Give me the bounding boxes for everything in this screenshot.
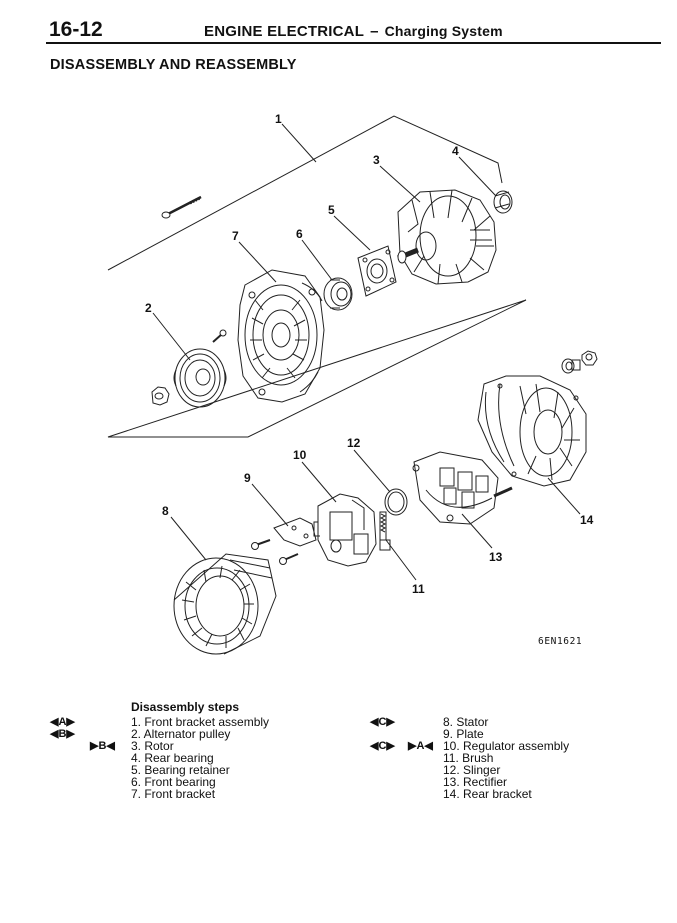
- front-screw-drawing: [212, 329, 227, 343]
- exploded-view-diagram: 1 2 3 4 5 6 7 8 9 10 11 12 13 14: [107, 112, 598, 655]
- callout-2: 2: [145, 301, 152, 315]
- callout-7: 7: [232, 229, 239, 243]
- figure-code: 6EN1621: [538, 636, 583, 647]
- callout-5: 5: [328, 203, 335, 217]
- front-bearing-drawing: [323, 277, 353, 311]
- pulley-nut-drawing: [151, 386, 170, 406]
- mark-a-in: ▶A◀: [408, 740, 433, 752]
- rear-bearing-drawing: [493, 190, 513, 214]
- callout-8: 8: [162, 504, 169, 518]
- callout-12: 12: [347, 436, 361, 450]
- callout-9: 9: [244, 471, 251, 485]
- alternator-pulley-drawing: [173, 348, 227, 408]
- stator-drawing: [173, 553, 277, 655]
- leader-lines: [152, 123, 581, 581]
- list-item: 7. Front bracket: [131, 787, 216, 801]
- steps-list-left: 1. Front bracket assembly 2. Alternator …: [131, 716, 269, 800]
- header-rule: [46, 42, 661, 44]
- bearing-retainer-drawing: [357, 245, 397, 297]
- callout-6: 6: [296, 227, 303, 241]
- page-number: 16-12: [49, 18, 103, 41]
- steps-list-right: 8. Stator 9. Plate 10. Regulator assembl…: [443, 716, 569, 800]
- callout-13: 13: [489, 550, 503, 564]
- list-item: 14. Rear bracket: [443, 787, 532, 801]
- list-item: 5. Bearing retainer: [131, 763, 230, 777]
- list-item: 6. Front bearing: [131, 775, 216, 789]
- rear-bracket-drawing: [477, 375, 587, 487]
- list-item: 12. Slinger: [443, 763, 501, 777]
- list-item: 11. Brush: [443, 751, 494, 765]
- list-item: 10. Regulator assembly: [443, 739, 570, 753]
- list-item: 2. Alternator pulley: [131, 727, 231, 741]
- regulator-assembly-drawing: [313, 493, 377, 567]
- callout-3: 3: [373, 153, 380, 167]
- callout-10: 10: [293, 448, 307, 462]
- callout-4: 4: [452, 144, 459, 158]
- callout-11: 11: [412, 582, 425, 596]
- rotor-drawing: [397, 189, 497, 285]
- list-item: 3. Rotor: [131, 739, 174, 753]
- mark-c-both-regulator: ◀C▶: [370, 740, 395, 752]
- brush-drawing: [379, 511, 391, 551]
- page-header-title: ENGINE ELECTRICAL–Charging System: [204, 23, 503, 40]
- header-subtitle: Charging System: [384, 23, 503, 39]
- plate-drawing: [273, 517, 317, 547]
- disassembly-steps-title: Disassembly steps: [131, 700, 240, 714]
- list-item: 8. Stator: [443, 715, 489, 729]
- rectifier-drawing: [412, 451, 513, 525]
- through-bolt-drawing: [161, 195, 202, 219]
- list-item: 9. Plate: [443, 727, 484, 741]
- rear-nut-drawing: [561, 350, 598, 374]
- callout-14: 14: [580, 513, 594, 527]
- header-title-main: ENGINE ELECTRICAL: [204, 23, 365, 40]
- callout-1: 1: [275, 112, 282, 126]
- mark-b-both: ◀B▶: [50, 728, 75, 740]
- list-item: 1. Front bracket assembly: [131, 715, 270, 729]
- header-dash: –: [370, 23, 379, 40]
- mark-a-both: ◀A▶: [50, 716, 75, 728]
- plate-screws-drawing: [251, 539, 299, 565]
- section-title: DISASSEMBLY AND REASSEMBLY: [50, 57, 297, 73]
- list-item: 4. Rear bearing: [131, 751, 214, 765]
- front-bracket-assembly-outline: [107, 115, 527, 438]
- slinger-drawing: [384, 488, 408, 516]
- list-item: 13. Rectifier: [443, 775, 508, 789]
- mark-c-both-stator: ◀C▶: [370, 716, 395, 728]
- mark-b-in: ▶B◀: [90, 740, 115, 752]
- front-bracket-drawing: [237, 269, 325, 403]
